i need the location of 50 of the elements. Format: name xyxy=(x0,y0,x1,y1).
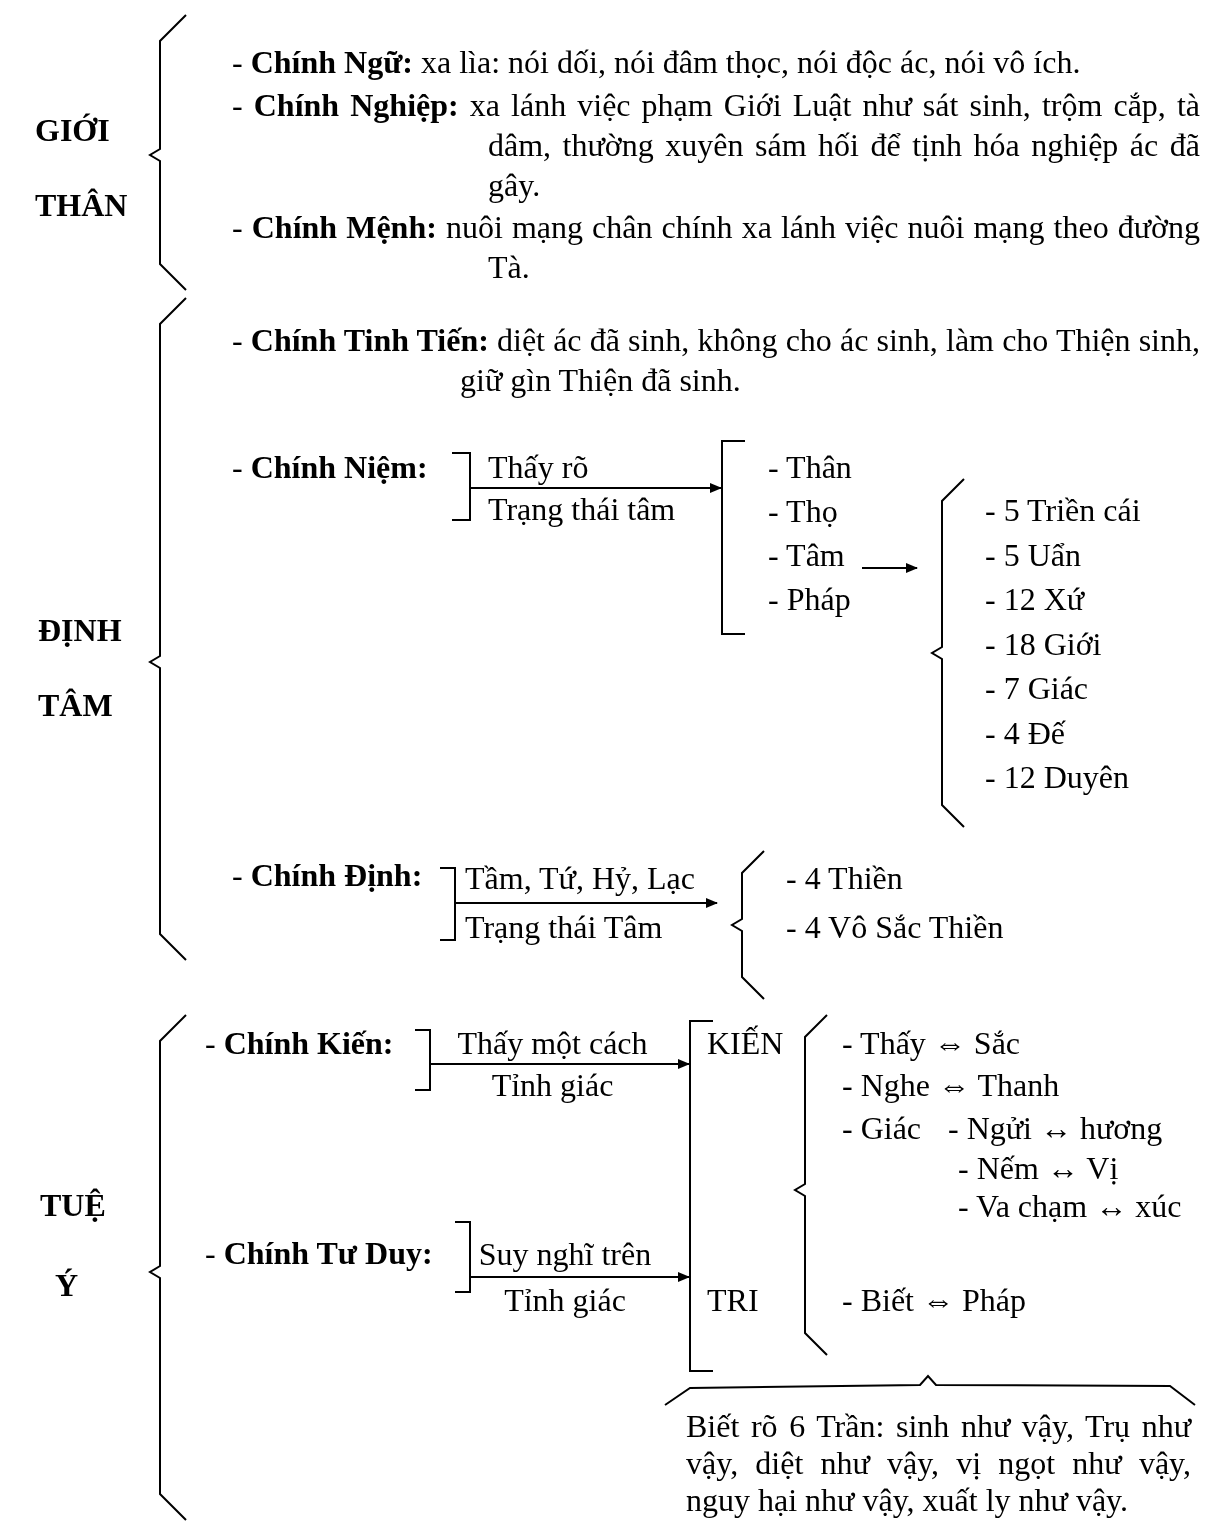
list-item: - 5 Triền cái xyxy=(985,491,1141,530)
node-text: Tỉnh giác xyxy=(491,1066,614,1105)
list-item: - 4 Vô Sắc Thiền xyxy=(786,908,1004,947)
list-item: - 7 Giác xyxy=(985,669,1089,708)
list-item: KIẾN xyxy=(707,1025,784,1061)
arrow xyxy=(469,1272,690,1282)
list-entry: - Chính Niệm: xyxy=(232,449,428,485)
node-text: Thấy rõ xyxy=(488,448,589,487)
section-heading: ĐỊNH xyxy=(38,612,122,648)
list-item: - Va chạm ↔ xúc xyxy=(958,1188,1182,1224)
list-item: - Pháp xyxy=(768,580,851,619)
list-item: - Giác xyxy=(842,1110,922,1146)
section-heading: TÂM xyxy=(38,687,113,723)
list-item: - Tâm xyxy=(768,536,845,575)
list-item: - 18 Giới xyxy=(985,624,1102,664)
section-heading: THÂN xyxy=(35,187,128,223)
list-entry: - Chính Định: xyxy=(232,857,423,893)
arrow xyxy=(429,1059,690,1069)
list-item: - Nghe ⇔ Thanh xyxy=(842,1067,1060,1103)
note-text: Biết rõ 6 Trần: sinh như vậy, Trụ như vậy, diệt như vậy, vị ngọt như vậy, nguy hại như vậy, xuất ly như vậy. xyxy=(686,1408,1191,1519)
node-text: Tỉnh giác xyxy=(504,1281,626,1320)
list-item: - 4 Thiền xyxy=(786,859,903,898)
section-heading: Ý xyxy=(55,1267,79,1303)
node-text: Thấy một cách xyxy=(457,1024,648,1063)
list-item: - 4 Đế xyxy=(985,713,1065,753)
list-entry: - Chính Mệnh: nuôi mạng chân chính xa lánh việc nuôi mạng theo đường Tà. xyxy=(232,208,1200,287)
node-text: Trạng thái tâm xyxy=(488,490,676,529)
list-item: - 12 Xứ xyxy=(985,580,1085,619)
arrow xyxy=(861,563,918,573)
list-item: - Ngửi ↔ hương xyxy=(948,1110,1163,1146)
arrow xyxy=(469,483,722,493)
node-text: Tầm, Tứ, Hỷ, Lạc xyxy=(465,859,695,898)
list-item: TRI xyxy=(707,1282,759,1318)
list-entry: - Chính Tư Duy: xyxy=(205,1235,433,1271)
arrow xyxy=(454,898,718,908)
list-item: - Biết ⇔ Pháp xyxy=(842,1282,1026,1318)
node-text: Trạng thái Tâm xyxy=(465,908,663,947)
list-entry: - Chính Ngữ: xa lìa: nói dối, nói đâm thọc, nói độc ác, nói vô ích. xyxy=(232,43,1082,82)
section-heading: TUỆ xyxy=(40,1187,106,1223)
list-item: - Thọ xyxy=(768,492,838,531)
section-heading: GIỚI xyxy=(35,112,110,148)
list-entry: - Chính Nghiệp: xa lánh việc phạm Giới Luật như sát sinh, trộm cắp, tà dâm, thường xuyên sám hối để tịnh hóa nghiệp ác đã gây. xyxy=(232,86,1200,205)
list-entry: - Chính Tinh Tiến: diệt ác đã sinh, không cho ác sinh, làm cho Thiện sinh, giữ gìn Thiện đã sinh. xyxy=(232,321,1200,400)
list-item: - 5 Uẩn xyxy=(985,535,1081,575)
node-text: Suy nghĩ trên xyxy=(478,1235,652,1274)
list-item: - Thấy ⇔ Sắc xyxy=(842,1025,1021,1061)
list-item: - Nếm ↔ Vị xyxy=(958,1150,1119,1186)
list-entry: - Chính Kiến: xyxy=(205,1025,394,1061)
list-item: - 12 Duyên xyxy=(985,758,1129,797)
list-item: - Thân xyxy=(768,448,852,487)
